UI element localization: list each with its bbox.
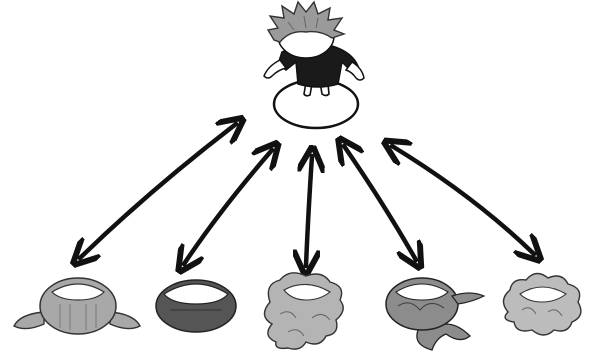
arrow-to-head-5	[392, 146, 534, 254]
head-curly-long-icon	[264, 273, 343, 349]
arrow-to-head-2	[184, 150, 272, 264]
head-twin-tails-icon	[14, 278, 140, 334]
connection-arrows	[80, 124, 534, 266]
head-wavy-fish-tail-icon	[386, 278, 484, 350]
center-character-icon	[264, 2, 364, 128]
head-fluffy-curls-icon	[503, 273, 580, 335]
arrow-to-head-1	[80, 124, 236, 258]
character-left-arm	[264, 60, 286, 78]
head-dark-bob-icon	[156, 280, 236, 332]
arrow-to-head-4	[344, 146, 416, 260]
arrow-to-head-3	[306, 156, 312, 266]
